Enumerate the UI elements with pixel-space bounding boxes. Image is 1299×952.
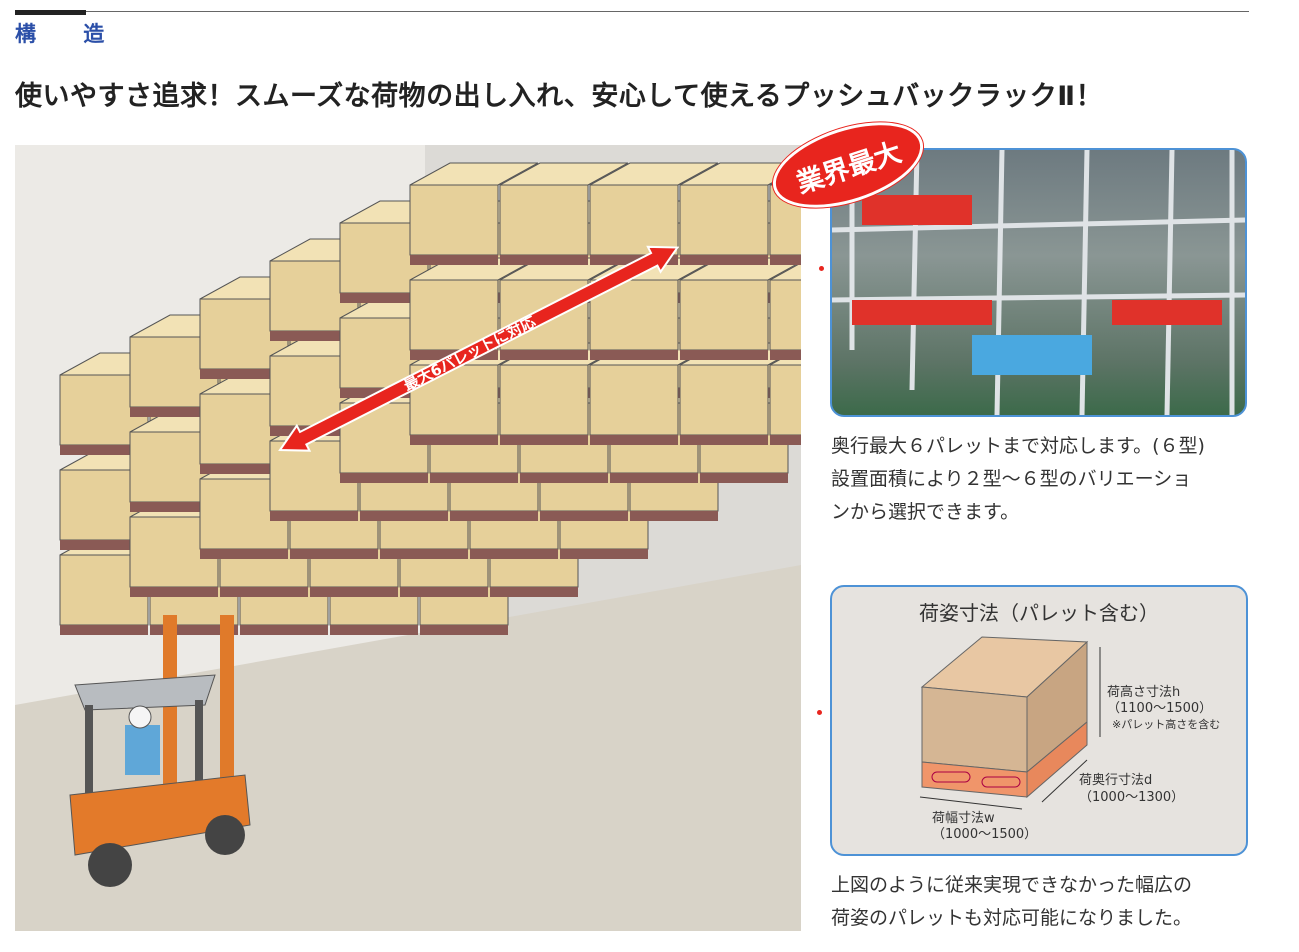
height-range: （1100～1500） <box>1107 701 1213 716</box>
section-marker <box>15 10 86 15</box>
text-line: 荷姿のパレットも対応可能になりました。 <box>831 907 1193 929</box>
depth-label: 荷奥行寸法d <box>1079 773 1153 788</box>
rack-box <box>679 162 809 265</box>
rack-box <box>499 162 629 265</box>
forklift <box>69 615 251 887</box>
rack-illustration: 最大6パレットに対応 <box>15 145 899 931</box>
text-line: 設置面積により２型～６型のバリエーショ <box>831 468 1192 490</box>
text-line: 上図のように従来実現できなかった幅広の <box>831 874 1193 896</box>
pallet-diagram <box>919 636 1101 810</box>
width-label: 荷幅寸法w <box>932 811 995 826</box>
height-note: ※パレット高さを含む <box>1112 718 1221 731</box>
rack-photo <box>830 148 1247 417</box>
panel-title: 荷姿寸法（パレット含む） <box>919 601 1159 625</box>
rack-box <box>679 257 809 360</box>
rack-drawing: 最大6パレットに対応 <box>15 145 899 931</box>
page-headline: 使いやすさ追求！スムーズな荷物の出し入れ、安心して使えるプッシュバックラックⅡ！ <box>15 81 1104 112</box>
section-title: 構 造 <box>15 22 125 46</box>
description-capacity: 奥行最大６パレットまで対応します。(６型) 設置面積により２型～６型のバリエーシ… <box>831 430 1205 529</box>
height-label: 荷高さ寸法h <box>1107 685 1181 700</box>
load-dimension-panel: 荷姿寸法（パレット含む） 荷高さ寸法h （1100～1500） ※パレット高さを… <box>830 585 1248 856</box>
top-rule <box>15 11 1249 12</box>
description-pallet: 上図のように従来実現できなかった幅広の 荷姿のパレットも対応可能になりました。 <box>831 869 1192 935</box>
text-line: ンから選択できます。 <box>831 501 1020 523</box>
width-range: （1000～1500） <box>932 827 1038 842</box>
text-line: 奥行最大６パレットまで対応します。(６型) <box>831 435 1205 457</box>
rack-box <box>589 162 719 265</box>
depth-range: （1000～1300） <box>1079 790 1185 805</box>
rack-box <box>409 162 539 265</box>
